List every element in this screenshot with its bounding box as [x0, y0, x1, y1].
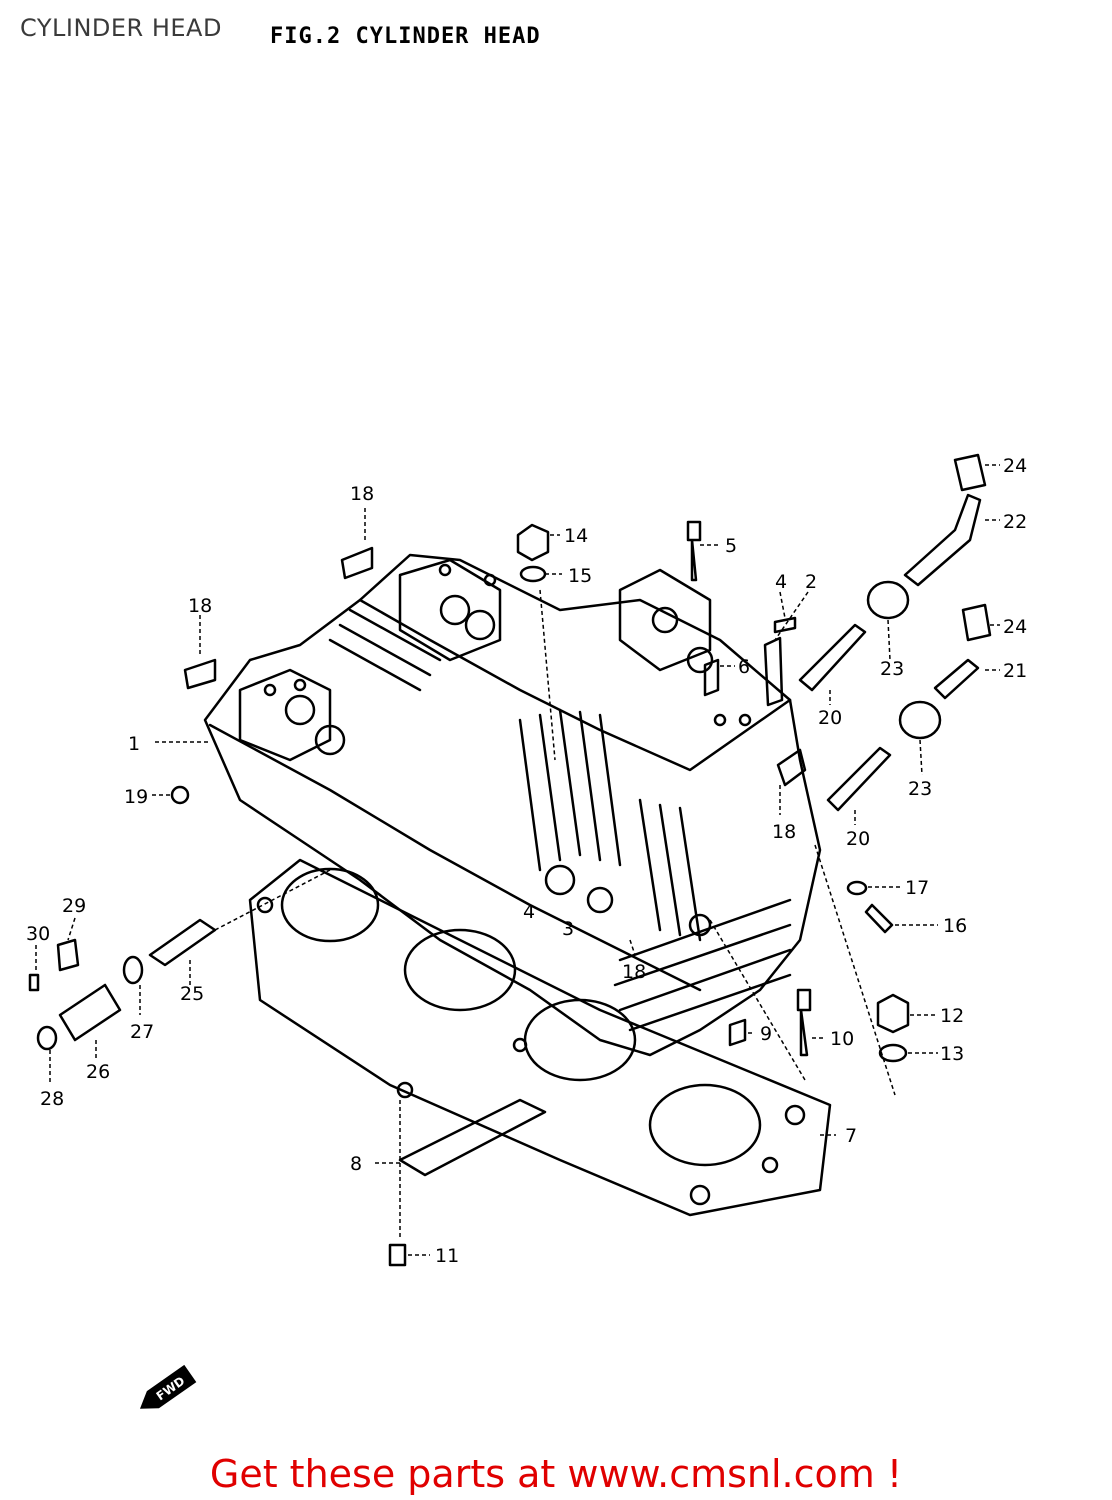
head-gasket [248, 858, 832, 1217]
washer-13 [878, 1043, 908, 1063]
plug-28 [36, 1025, 58, 1051]
plug-19 [170, 785, 190, 805]
callout-23b: 23 [908, 778, 932, 800]
bolt-11 [388, 1243, 407, 1267]
callout-28: 28 [40, 1088, 64, 1110]
callout-27: 27 [130, 1021, 154, 1043]
washer-15 [519, 565, 547, 583]
callout-10: 10 [830, 1028, 854, 1050]
bolt-16 [864, 903, 894, 934]
callout-19: 19 [124, 786, 148, 808]
spark-plug-20b [826, 746, 892, 812]
callout-21: 21 [1003, 660, 1027, 682]
figure-title: FIG.2 CYLINDER HEAD [270, 24, 541, 49]
callout-4b: 4 [523, 901, 535, 923]
callout-25: 25 [180, 983, 204, 1005]
plug-18a [340, 546, 374, 580]
cap-23a [866, 580, 910, 620]
fwd-arrow-icon: FWD [139, 1364, 197, 1409]
tappet-2 [763, 636, 784, 707]
dowel-6 [703, 658, 720, 697]
callout-24b: 24 [1003, 616, 1027, 638]
gasket-seal [398, 1098, 547, 1177]
callout-18d: 18 [622, 961, 646, 983]
dowel-9 [728, 1018, 747, 1047]
plug-18c [776, 748, 807, 787]
clamp-24b [961, 603, 992, 642]
callout-5: 5 [725, 535, 737, 557]
callout-11: 11 [435, 1245, 459, 1267]
callout-9: 9 [760, 1023, 772, 1045]
callout-18b: 18 [188, 595, 212, 617]
callout-29: 29 [62, 895, 86, 917]
bolt-5 [686, 520, 702, 582]
callout-26: 26 [86, 1061, 110, 1083]
hose-22 [903, 493, 982, 587]
hose-21 [933, 658, 980, 700]
nut-14 [516, 523, 550, 562]
housing-26 [58, 983, 122, 1042]
callout-12: 12 [940, 1005, 964, 1027]
clamp-24a [953, 453, 987, 492]
washer-17 [846, 880, 868, 896]
screw-30 [28, 973, 40, 992]
page-title: CYLINDER HEAD [20, 14, 222, 42]
callout-23a: 23 [880, 658, 904, 680]
seal-27 [122, 955, 144, 985]
callout-7: 7 [845, 1125, 857, 1147]
callout-22: 22 [1003, 511, 1027, 533]
callout-18a: 18 [350, 483, 374, 505]
callout-8: 8 [350, 1153, 362, 1175]
callout-20b: 20 [846, 828, 870, 850]
callout-18c: 18 [772, 821, 796, 843]
footer-link[interactable]: Get these parts at www.cmsnl.com ! [209, 1452, 903, 1496]
plug-18b [183, 658, 217, 690]
nut-12 [876, 993, 910, 1034]
callout-20a: 20 [818, 707, 842, 729]
callout-13: 13 [940, 1043, 964, 1065]
shim-4 [773, 616, 797, 634]
tach-gear-25 [148, 918, 217, 967]
callout-30: 30 [26, 923, 50, 945]
spark-plug-20a [798, 623, 867, 692]
callout-1: 1 [128, 733, 140, 755]
callout-6: 6 [738, 656, 750, 678]
cylinder-head-block [203, 553, 822, 1057]
callout-15: 15 [568, 565, 592, 587]
callout-16: 16 [943, 915, 967, 937]
callout-17: 17 [905, 877, 929, 899]
callout-24a: 24 [1003, 455, 1027, 477]
stud-10 [796, 988, 812, 1057]
callout-14: 14 [564, 525, 588, 547]
callout-3: 3 [562, 918, 574, 940]
callout-4a: 4 [775, 571, 787, 593]
callout-2: 2 [805, 571, 817, 593]
cap-23b [898, 700, 942, 740]
plate-29 [56, 938, 80, 972]
